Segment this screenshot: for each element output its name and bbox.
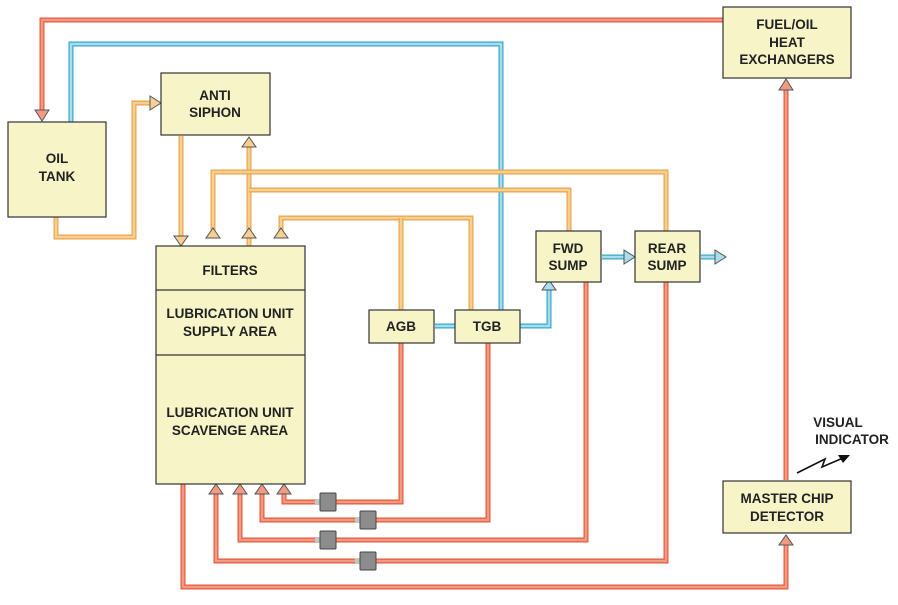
scavenge-lines bbox=[39, 17, 789, 590]
arrow-into-filters bbox=[173, 235, 189, 247]
master-chip-label-line2: DETECTOR bbox=[750, 509, 824, 524]
tgb-label: TGB bbox=[473, 319, 502, 334]
supply-lines bbox=[53, 100, 669, 310]
agb-box: AGB bbox=[368, 309, 435, 344]
arrow-up-to-anti-siphon bbox=[241, 136, 257, 148]
oil-tank-label-line1: OIL bbox=[46, 151, 69, 166]
heat-exchangers-label-line1: FUEL/OIL bbox=[756, 17, 818, 32]
anti-siphon-box: ANTI SIPHON bbox=[160, 72, 271, 136]
fwd-sump-label-line2: SUMP bbox=[548, 258, 587, 273]
master-chip-label-line1: MASTER CHIP bbox=[740, 491, 833, 506]
chip-detector-rear bbox=[354, 551, 377, 571]
return-line-exchanger-tank bbox=[39, 17, 723, 112]
arrow-into-rear-sump bbox=[623, 249, 636, 265]
lightning-bolt-icon bbox=[796, 457, 844, 474]
heat-exchangers-label-line2: HEAT bbox=[769, 35, 806, 50]
lub-scavenge-label-line1: LUBRICATION UNIT bbox=[166, 405, 294, 420]
filters-label: FILTERS bbox=[202, 263, 257, 278]
rear-sump-label-line1: REAR bbox=[648, 241, 687, 256]
supply-line-fwd-sump bbox=[249, 187, 572, 231]
arrow-into-fwd-sump bbox=[541, 279, 557, 291]
lub-supply-label-line2: SUPPLY AREA bbox=[183, 324, 277, 339]
chip-detector-tgb bbox=[354, 510, 377, 530]
vent-line-tgb-fwd bbox=[520, 290, 552, 329]
fwd-sump-box: FWD SUMP bbox=[535, 230, 602, 283]
tgb-box: TGB bbox=[454, 309, 521, 344]
heat-exchangers-label-line3: EXCHANGERS bbox=[739, 52, 834, 67]
arrow-into-heat-exchangers bbox=[778, 78, 794, 91]
supply-line-agb-tgb bbox=[278, 215, 474, 310]
arrow-into-master-chip bbox=[778, 534, 794, 546]
visual-indicator: VISUAL INDICATOR bbox=[796, 415, 889, 474]
agb-label: AGB bbox=[386, 319, 416, 334]
oil-tank-label-line2: TANK bbox=[39, 169, 76, 184]
return-line-scavenge-chip bbox=[180, 484, 789, 590]
fwd-sump-label-line1: FWD bbox=[553, 241, 584, 256]
chip-detectors bbox=[314, 492, 377, 571]
rear-sump-box: REAR SUMP bbox=[634, 230, 701, 283]
arrow-into-anti-siphon bbox=[149, 95, 162, 111]
chip-detector-fwd bbox=[314, 530, 337, 550]
lub-supply-label-line1: LUBRICATION UNIT bbox=[166, 306, 294, 321]
master-chip-detector-box: MASTER CHIP DETECTOR bbox=[722, 480, 852, 534]
anti-siphon-label-line2: SIPHON bbox=[189, 105, 241, 120]
visual-indicator-label-line1: VISUAL bbox=[813, 415, 863, 430]
lub-scavenge-label-line2: SCAVENGE AREA bbox=[172, 423, 289, 438]
arrow-into-oil-tank bbox=[34, 109, 50, 122]
oil-tank-box: OIL TANK bbox=[7, 121, 107, 218]
visual-indicator-label-line2: INDICATOR bbox=[815, 432, 889, 447]
vent-lines bbox=[68, 41, 717, 329]
bolt-arrowhead bbox=[838, 455, 850, 463]
arrow-out-rear-sump bbox=[714, 249, 727, 265]
lubrication-unit: FILTERS LUBRICATION UNIT SUPPLY AREA LUB… bbox=[155, 245, 306, 485]
chip-detector-agb bbox=[314, 492, 337, 512]
rear-sump-label-line2: SUMP bbox=[647, 258, 686, 273]
heat-exchangers-box: FUEL/OIL HEAT EXCHANGERS bbox=[722, 6, 852, 79]
arrowheads bbox=[34, 78, 794, 546]
anti-siphon-label-line1: ANTI bbox=[199, 88, 231, 103]
